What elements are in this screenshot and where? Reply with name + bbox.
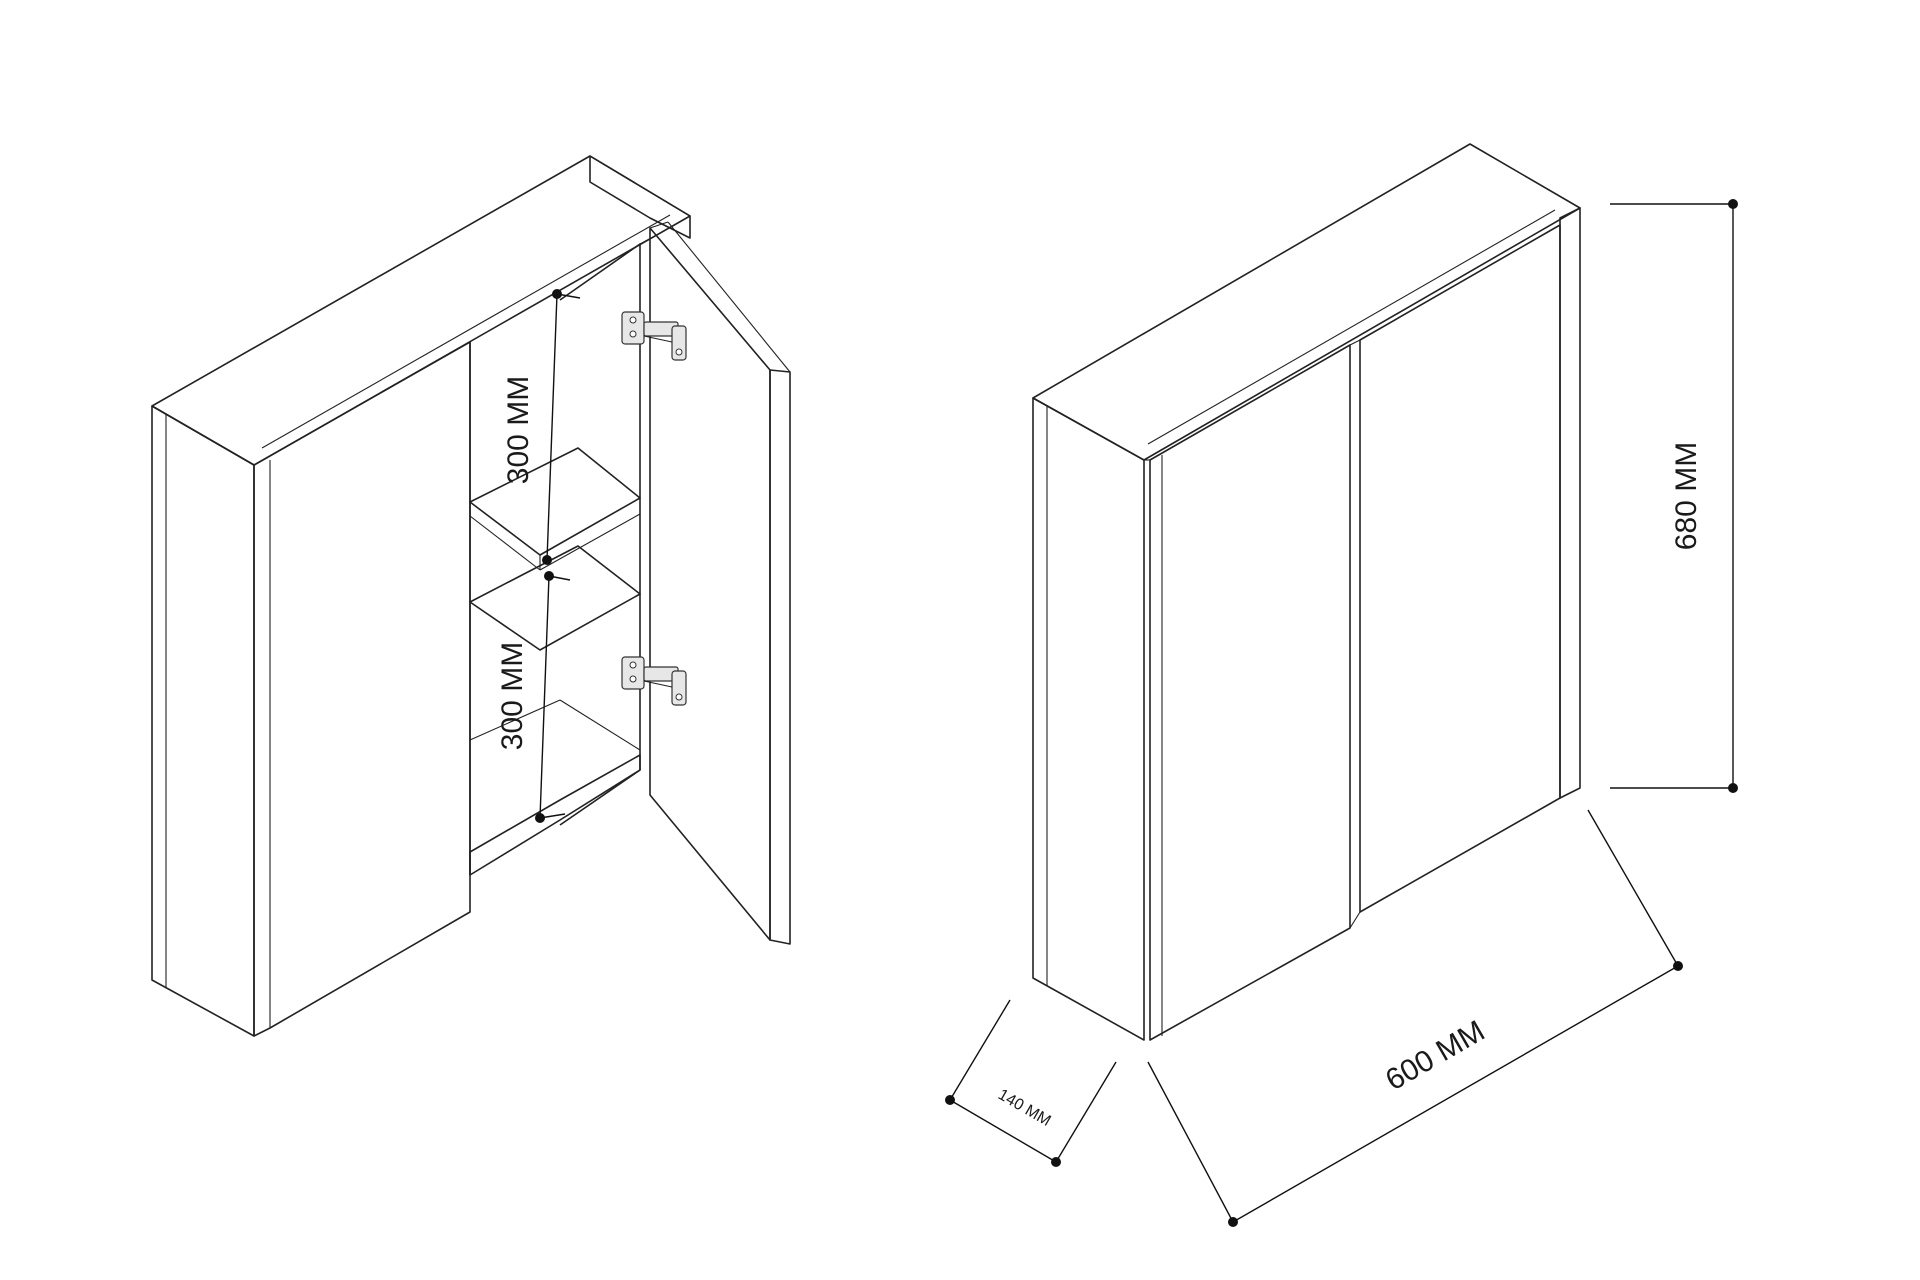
- height-dimension: [1610, 199, 1738, 793]
- lower-shelf-height-label: 300 MM: [496, 642, 529, 750]
- lower-hinge: [621, 656, 687, 706]
- open-cabinet-back-edge: [589, 155, 691, 239]
- lower-shelf: [469, 545, 641, 651]
- interior-right-wall: [559, 243, 641, 826]
- upper-shelf: [469, 447, 641, 556]
- closed-cabinet-top: [1032, 143, 1581, 461]
- open-cabinet-top: [151, 155, 691, 466]
- closed-left-door-front: [1149, 344, 1351, 1041]
- depth-label: 140 MM: [995, 1086, 1054, 1130]
- closed-right-door-front: [1359, 224, 1561, 913]
- upper-shelf-height-label: 300 MM: [502, 376, 535, 484]
- closed-cabinet-view: 680 MM 600 MM 140 MM: [945, 143, 1738, 1227]
- closed-cabinet-right-edge: [1559, 207, 1581, 799]
- open-right-door-edge: [769, 369, 791, 945]
- height-label: 680 MM: [1670, 442, 1703, 550]
- width-label: 600 MM: [1380, 1014, 1490, 1097]
- depth-dimension: [945, 999, 1117, 1167]
- closed-left-door: [253, 341, 471, 1037]
- width-dimension: [1147, 809, 1683, 1227]
- bottom-panel: [469, 754, 641, 876]
- closed-cabinet-side: [1032, 397, 1145, 1041]
- open-cabinet-side: [151, 405, 255, 1037]
- upper-hinge: [621, 311, 687, 361]
- shelf-dimension-lines: [535, 289, 581, 823]
- open-cabinet-view: 300 MM 300 MM: [151, 155, 791, 1037]
